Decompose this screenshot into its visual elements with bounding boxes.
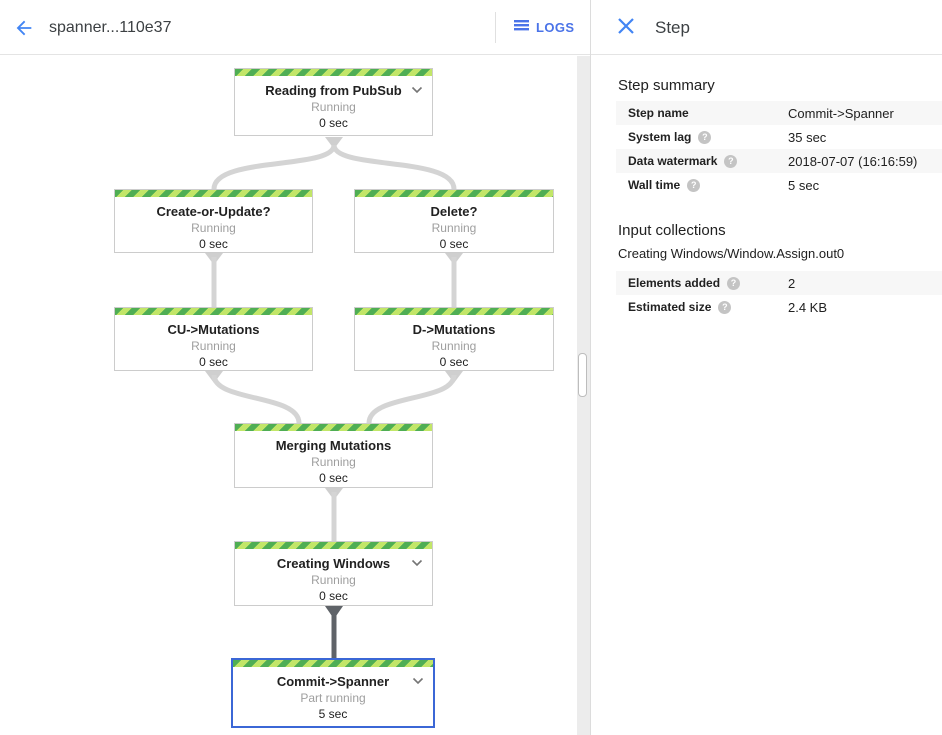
node-status: Running: [311, 100, 356, 114]
node-time: 5 sec: [318, 707, 348, 721]
node-title: Creating Windows: [276, 556, 391, 571]
back-arrow-icon[interactable]: [13, 17, 35, 39]
close-icon[interactable]: [616, 16, 636, 36]
input-collections-table: Elements added ? 2 Estimated size ? 2.4 …: [616, 271, 942, 319]
node-status: Running: [191, 221, 236, 235]
help-icon[interactable]: ?: [687, 178, 701, 192]
running-stripe: [115, 308, 312, 315]
help-icon[interactable]: ?: [724, 154, 738, 168]
node-time: 0 sec: [199, 355, 228, 369]
node-status: Part running: [300, 691, 366, 705]
graph-node-creating-windows[interactable]: Creating Windows Running 0 sec: [234, 541, 433, 606]
running-stripe: [235, 424, 432, 431]
table-row: Elements added ? 2: [616, 271, 942, 295]
row-value: 35 sec: [788, 129, 827, 145]
help-icon[interactable]: ?: [727, 276, 741, 290]
panel-divider: [590, 0, 591, 735]
running-stripe: [235, 69, 432, 76]
running-stripe: [355, 308, 553, 315]
row-value: 5 sec: [788, 177, 820, 193]
node-title: Commit->Spanner: [276, 674, 390, 689]
node-status: Running: [311, 455, 356, 469]
graph-node-d-mutations[interactable]: D->Mutations Running 0 sec: [354, 307, 554, 371]
row-value: Commit->Spanner: [788, 105, 894, 121]
row-label: Step name: [628, 106, 689, 120]
node-time: 0 sec: [319, 116, 348, 130]
step-detail-panel: Step summary Step name Commit->Spanner S…: [591, 56, 942, 735]
row-label: Estimated size: [628, 300, 712, 314]
node-title: Create-or-Update?: [156, 204, 271, 219]
step-summary-table: Step name Commit->Spanner System lag ? 3…: [616, 101, 942, 197]
running-stripe: [233, 660, 433, 667]
help-icon[interactable]: ?: [718, 300, 732, 314]
graph-node-cu-mutations[interactable]: CU->Mutations Running 0 sec: [114, 307, 313, 371]
graph-scrollbar-track[interactable]: [577, 56, 590, 735]
graph-edges: [205, 137, 463, 659]
graph-node-reading-from-pubsub[interactable]: Reading from PubSub Running 0 sec: [234, 68, 433, 136]
row-value: 2.4 KB: [788, 299, 828, 315]
node-time: 0 sec: [439, 237, 469, 251]
node-time: 0 sec: [439, 355, 469, 369]
chevron-down-icon[interactable]: [412, 672, 424, 690]
logs-list-icon: [514, 19, 529, 36]
table-row: Data watermark ? 2018-07-07 (16:16:59): [616, 149, 942, 173]
node-time: 0 sec: [199, 237, 228, 251]
node-time: 0 sec: [319, 471, 348, 485]
running-stripe: [355, 190, 553, 197]
node-status: Running: [311, 573, 356, 587]
table-row: System lag ? 35 sec: [616, 125, 942, 149]
node-status: Running: [431, 339, 477, 353]
graph-node-create-or-update[interactable]: Create-or-Update? Running 0 sec: [114, 189, 313, 253]
node-status: Running: [431, 221, 477, 235]
row-label: Wall time: [628, 178, 681, 192]
chevron-down-icon[interactable]: [411, 554, 423, 572]
table-row: Estimated size ? 2.4 KB: [616, 295, 942, 319]
job-graph-panel: Reading from PubSub Running 0 sec Create…: [114, 68, 554, 728]
table-row: Step name Commit->Spanner: [616, 101, 942, 125]
graph-node-merging-mutations[interactable]: Merging Mutations Running 0 sec: [234, 423, 433, 488]
chevron-down-icon[interactable]: [411, 81, 423, 99]
input-collections-heading: Input collections: [618, 222, 726, 239]
row-value: 2018-07-07 (16:16:59): [788, 153, 918, 169]
node-title: CU->Mutations: [167, 322, 260, 337]
node-status: Running: [191, 339, 236, 353]
step-panel-title: Step: [655, 18, 690, 37]
node-title: Merging Mutations: [275, 438, 392, 453]
graph-node-commit-spanner[interactable]: Commit->Spanner Part running 5 sec: [231, 658, 435, 728]
row-label: Elements added: [628, 276, 721, 290]
logs-label: LOGS: [536, 20, 575, 35]
node-title: Reading from PubSub: [265, 83, 402, 98]
graph-node-delete[interactable]: Delete? Running 0 sec: [354, 189, 554, 253]
table-row: Wall time ? 5 sec: [616, 173, 942, 197]
row-value: 2: [788, 275, 796, 291]
step-summary-heading: Step summary: [618, 77, 715, 94]
logs-button[interactable]: LOGS: [506, 0, 582, 55]
job-title: spanner...110e37: [49, 19, 172, 36]
node-time: 0 sec: [319, 589, 348, 603]
input-collection-name[interactable]: Creating Windows/Window.Assign.out0: [618, 246, 845, 261]
running-stripe: [235, 542, 432, 549]
help-icon[interactable]: ?: [698, 130, 712, 144]
running-stripe: [115, 190, 312, 197]
header-divider: [495, 12, 496, 43]
top-bar: spanner...110e37 LOGS Step: [0, 0, 942, 55]
row-label: Data watermark: [628, 154, 718, 168]
panel-resize-grip[interactable]: [578, 353, 587, 397]
node-title: D->Mutations: [412, 322, 496, 337]
node-title: Delete?: [430, 204, 478, 219]
row-label: System lag: [628, 130, 692, 144]
